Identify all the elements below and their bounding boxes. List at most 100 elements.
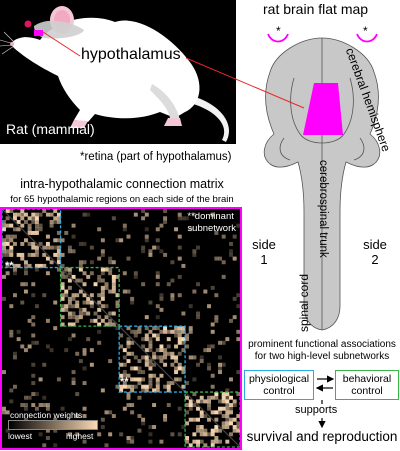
matrix-cell <box>38 223 43 228</box>
matrix-cell <box>67 249 72 254</box>
matrix-cell <box>67 315 72 320</box>
matrix-cell <box>236 428 240 433</box>
matrix-cell <box>67 271 72 276</box>
matrix-cell <box>141 377 146 382</box>
matrix-cell <box>166 384 171 389</box>
matrix-cell <box>137 395 142 400</box>
matrix-cell <box>45 256 50 261</box>
matrix-cell <box>60 293 65 298</box>
matrix-cell <box>130 436 135 440</box>
matrix-cell <box>130 388 135 393</box>
matrix-cell <box>236 425 240 429</box>
matrix-cell <box>207 304 212 309</box>
matrix-cell <box>9 304 14 309</box>
matrix-cell <box>181 366 186 371</box>
matrix-cell <box>71 274 76 279</box>
matrix-cell <box>210 439 215 444</box>
side-2-label: side 2 <box>363 237 387 267</box>
matrix-cell <box>192 212 197 217</box>
matrix-cell <box>218 406 222 411</box>
matrix-cell <box>210 329 215 334</box>
matrix-cell <box>133 329 138 334</box>
matrix-cell <box>12 263 17 268</box>
matrix-cell <box>64 304 69 309</box>
matrix-cell <box>71 234 76 239</box>
matrix-cell <box>203 399 208 404</box>
hypothalamus-label: hypothalamus <box>81 46 181 63</box>
matrix-cell <box>111 274 116 279</box>
matrix-cell <box>170 355 175 360</box>
matrix-cell <box>60 285 65 290</box>
matrix-cell <box>49 212 54 217</box>
matrix-cell <box>122 289 127 294</box>
matrix-cell <box>210 285 215 290</box>
matrix-cell <box>188 355 193 360</box>
matrix-cell <box>89 318 94 323</box>
matrix-cell <box>232 417 237 422</box>
matrix-cell <box>185 439 190 444</box>
matrix-cell <box>97 329 102 334</box>
matrix-cell <box>93 318 98 323</box>
matrix-cell <box>159 355 164 360</box>
matrix-cell <box>56 256 61 261</box>
matrix-cell <box>97 274 102 279</box>
matrix-cell <box>115 304 120 309</box>
matrix-cell <box>12 212 17 217</box>
matrix-cell <box>67 245 72 250</box>
matrix-cell <box>34 263 39 268</box>
matrix-cell <box>60 304 65 309</box>
matrix-cell <box>181 337 186 342</box>
matrix-cell <box>97 307 102 312</box>
matrix-cell <box>203 428 208 433</box>
matrix-cell <box>97 256 102 261</box>
matrix-cell <box>93 311 98 316</box>
matrix-cell <box>12 227 17 232</box>
matrix-cell <box>108 432 113 437</box>
matrix-cell <box>207 406 212 411</box>
matrix-cell <box>221 274 226 279</box>
matrix-cell <box>126 256 131 261</box>
matrix-cell <box>148 366 153 371</box>
matrix-cell <box>82 293 87 298</box>
matrix-diagonal <box>2 209 240 448</box>
matrix-cell <box>130 329 135 334</box>
matrix-cell <box>196 417 201 422</box>
matrix-cell <box>5 252 10 257</box>
matrix-cell <box>152 388 157 393</box>
matrix-cell <box>225 425 230 429</box>
matrix-cell <box>218 355 222 360</box>
matrix-cell <box>100 289 105 294</box>
matrix-cell <box>9 329 14 334</box>
matrix-cell <box>2 410 6 415</box>
matrix-cell <box>196 311 201 316</box>
matrix-cell <box>12 351 17 356</box>
matrix-cell <box>5 209 10 213</box>
matrix-cell <box>12 271 17 276</box>
matrix-cell <box>5 249 10 254</box>
matrix-cell <box>64 230 69 235</box>
matrix-cell <box>104 443 109 448</box>
matrix-cell <box>5 428 10 433</box>
matrix-cell <box>16 263 21 268</box>
matrix-cell <box>23 348 28 353</box>
matrix-cell <box>133 355 138 360</box>
matrix-cell <box>207 362 212 367</box>
matrix-cell <box>218 428 222 433</box>
matrix-cell <box>170 351 175 356</box>
matrix-cell <box>108 318 113 323</box>
matrix-cell <box>155 245 160 250</box>
matrix-cell <box>67 432 72 437</box>
matrix-cell <box>155 333 160 338</box>
legend-title: connection weights <box>10 410 83 420</box>
matrix-cell <box>177 333 182 338</box>
matrix-cell <box>236 392 240 397</box>
matrix-cell <box>159 293 164 298</box>
matrix-cell <box>20 216 25 221</box>
matrix-cell <box>53 238 58 243</box>
matrix-cell <box>9 249 14 254</box>
matrix-cell <box>148 381 153 386</box>
matrix-cell <box>34 227 39 232</box>
matrix-cell <box>196 428 201 433</box>
matrix-cell <box>45 344 50 349</box>
matrix-cell <box>82 260 87 265</box>
